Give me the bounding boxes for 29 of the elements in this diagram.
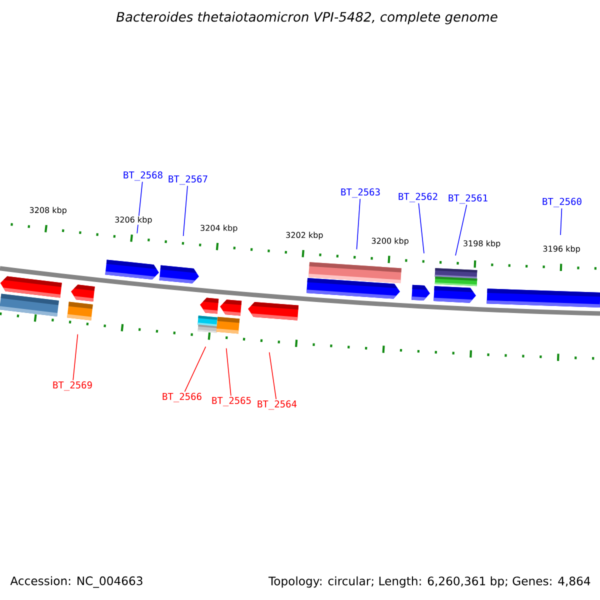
accession-text: Accession: NC_004663: [10, 576, 142, 588]
scale-label: 3200 kbp: [370, 237, 410, 246]
leader-line: [182, 185, 188, 236]
leader-line: [356, 198, 360, 250]
leader-line: [226, 348, 232, 396]
scale-label: 3198 kbp: [462, 240, 502, 249]
gene-label: BT_2563: [341, 188, 380, 198]
gene-label: BT_2568: [124, 171, 162, 181]
gene-label: BT_2561: [448, 194, 488, 204]
scale-label: 3206 kbp: [114, 216, 153, 225]
scale-label: 3196 kbp: [542, 244, 582, 254]
leader-line: [268, 352, 277, 400]
scale-label: 3202 kbp: [284, 231, 324, 240]
leader-line: [560, 208, 562, 236]
gene-label: BT_2566: [162, 392, 202, 402]
scale-label: 3208 kbp: [28, 206, 68, 216]
gene-label: BT_2569: [53, 381, 92, 391]
scale-label: 3204 kbp: [199, 224, 238, 234]
leader-line: [418, 202, 424, 254]
gene-label: BT_2562: [398, 192, 438, 202]
gene-label: BT_2560: [542, 198, 582, 208]
gene-label: BT_2565: [212, 396, 251, 406]
leader-line: [184, 346, 206, 392]
gene-label: BT_2567: [168, 175, 208, 185]
leader-line: [455, 204, 468, 256]
title: Bacteroides thetaiotaomicron VPI-5482, complete genome: [116, 12, 498, 24]
genome-summary-text: Topology: circular; Length: 6,260,361 bp; Genes: 4,864: [268, 576, 590, 588]
leader-line: [72, 334, 78, 381]
gene-label: BT_2564: [258, 400, 297, 410]
